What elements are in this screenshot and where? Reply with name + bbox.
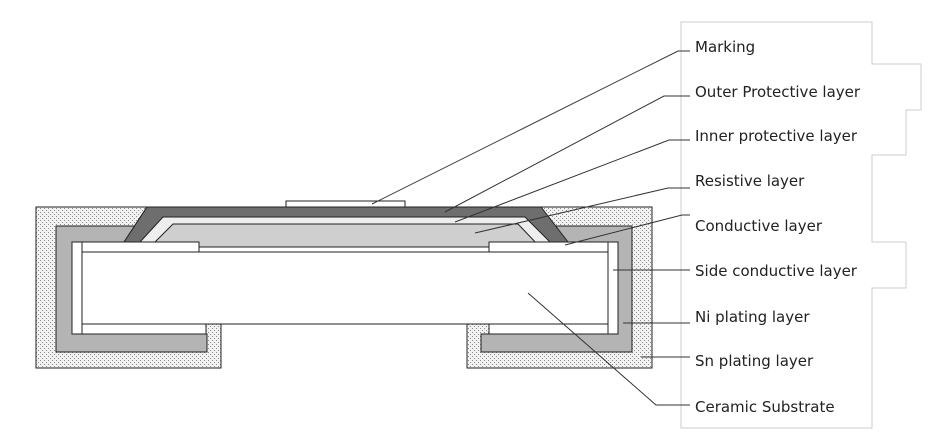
- leader-line-inner-protective: [454, 139, 690, 223]
- resistive-layer: [148, 223, 542, 248]
- leader-line-marking: [371, 50, 690, 205]
- label-ni-plating-layer: Ni plating layer: [695, 308, 810, 326]
- leader-line-conductive: [564, 214, 690, 246]
- label-outer-protective-layer: Outer Protective layer: [695, 83, 861, 101]
- leader-line-ceramic-substrate: [527, 292, 690, 406]
- label-side-conductive-layer: Side conductive layer: [695, 262, 858, 280]
- label-sn-plating-layer: Sn plating layer: [695, 352, 814, 370]
- leader-line-outer-protective: [444, 95, 690, 213]
- top-conductive-layer: [81, 241, 200, 253]
- bottom-conductive-layer: [81, 323, 207, 335]
- side-conductive-layer: [71, 241, 83, 335]
- label-conductive-layer: Conductive layer: [695, 217, 823, 235]
- bottom-conductive-layer-right: [488, 323, 609, 335]
- top-conductive-layer-right: [488, 241, 609, 253]
- marking: [285, 200, 406, 208]
- ceramic-substrate: [81, 251, 609, 325]
- label-inner-protective-layer: Inner protective layer: [695, 127, 858, 145]
- label-box-outline: [680, 21, 922, 429]
- label-ceramic-substrate: Ceramic Substrate: [695, 398, 835, 416]
- side-conductive-layer-right: [607, 241, 619, 335]
- leader-line-resistive: [474, 187, 690, 234]
- label-resistive-layer: Resistive layer: [695, 172, 805, 190]
- label-marking: Marking: [695, 38, 755, 56]
